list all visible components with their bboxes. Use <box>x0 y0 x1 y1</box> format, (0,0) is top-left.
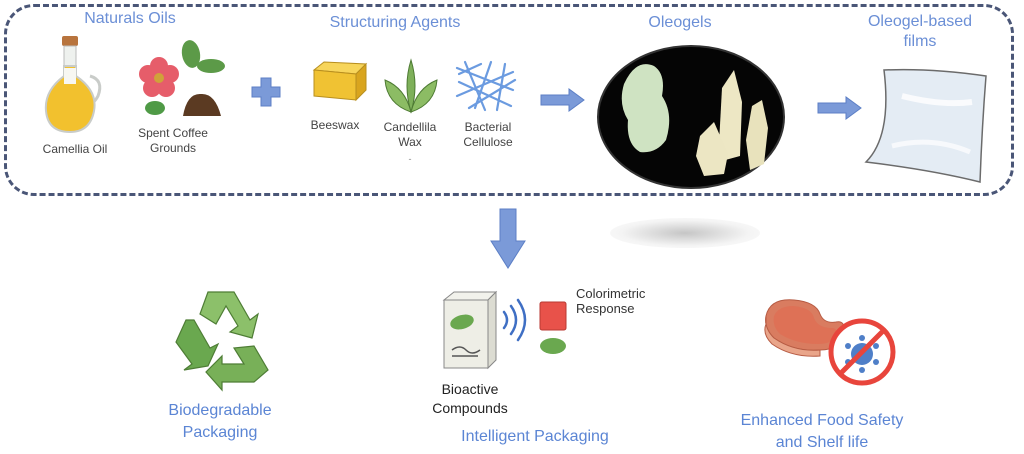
colorimetric-line1: Colorimetric <box>576 286 646 301</box>
cellulose-label-line1: Bacterial <box>464 120 512 134</box>
biodegradable-packaging-label: Biodegradable Packaging <box>140 400 300 444</box>
colorimetric-response-label: Colorimetric Response <box>576 286 666 316</box>
meat-steak-icon <box>764 299 845 357</box>
structuring-agents-title: Structuring Agents <box>329 14 461 31</box>
candelilla-label-line1: Candellila <box>383 120 437 134</box>
food-safety-label: Enhanced Food Safety and Shelf life <box>712 410 932 454</box>
beeswax-icon <box>312 61 368 102</box>
colorimetric-line2: Response <box>576 301 635 316</box>
bioactive-line2: Compounds <box>432 400 508 416</box>
films-title: Oleogel-based films <box>845 12 995 52</box>
food-safety-line1: Enhanced Food Safety <box>740 412 904 429</box>
cellulose-label-line2: Cellulose <box>463 135 513 149</box>
arrow-right-icon <box>817 96 862 120</box>
stray-mark: - <box>408 154 412 164</box>
films-title-line1: Oleogel-based <box>867 13 973 30</box>
process-frame <box>4 4 1014 196</box>
oleogels-photo <box>597 45 785 189</box>
candelilla-leaves-icon <box>384 58 438 114</box>
bacterial-cellulose-label: Bacterial Cellulose <box>448 120 528 150</box>
films-title-line2: films <box>903 33 937 50</box>
arrow-right-icon <box>540 88 585 112</box>
camellia-flower-coffee-icon <box>139 40 225 116</box>
camellia-oil-label: Camellia Oil <box>42 142 108 156</box>
oil-bottle-icon <box>44 36 102 134</box>
bioactive-line1: Bioactive <box>441 381 499 397</box>
signal-waves-icon <box>502 298 527 342</box>
bioactive-compounds-label: Bioactive Compounds <box>420 380 520 418</box>
biodegradable-line2: Packaging <box>182 424 258 441</box>
intelligent-packaging-label: Intelligent Packaging <box>461 428 609 445</box>
no-bacteria-icon <box>828 318 896 386</box>
coffee-label-line1: Spent Coffee <box>138 126 208 140</box>
drop-shadow <box>610 218 760 248</box>
plus-icon <box>251 77 281 107</box>
colorimetric-indicator-icon <box>539 301 567 354</box>
film-sheet-icon <box>864 68 987 183</box>
coffee-label-line2: Grounds <box>149 141 197 155</box>
package-box-icon <box>442 290 498 370</box>
beeswax-label: Beeswax <box>310 118 360 132</box>
candelilla-wax-label: Candellila Wax <box>370 120 450 150</box>
recycle-icon <box>175 291 269 392</box>
oleogels-title: Oleogels <box>648 14 712 31</box>
food-safety-line2: and Shelf life <box>775 434 869 451</box>
candelilla-label-line2: Wax <box>398 135 422 149</box>
natural-oils-title: Naturals Oils <box>84 10 176 27</box>
coffee-grounds-label: Spent Coffee Grounds <box>128 126 218 156</box>
arrow-down-icon <box>490 208 526 269</box>
bacterial-cellulose-icon <box>455 60 517 112</box>
biodegradable-line1: Biodegradable <box>168 402 272 419</box>
